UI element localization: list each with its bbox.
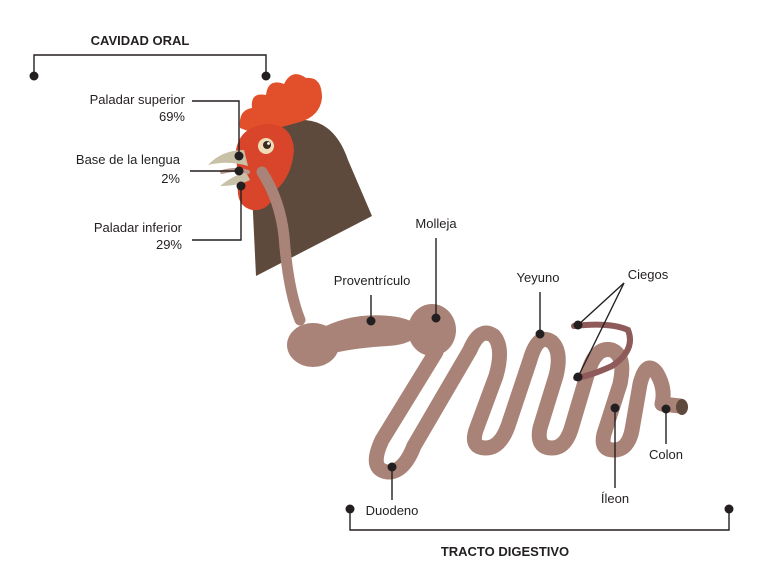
tongue-base-percent: 2% (161, 171, 180, 186)
duodenum-label: Duodeno (366, 503, 419, 518)
tract-labels: Molleja Proventrículo Yeyuno Ciegos Duod… (334, 216, 683, 518)
oral-labels: Paladar superior 69% Base de la lengua 2… (76, 92, 246, 252)
face (236, 124, 294, 211)
oral-cavity-bracket: CAVIDAD ORAL (29, 33, 271, 81)
gizzard-organ (408, 304, 456, 356)
ceca-label: Ciegos (628, 267, 669, 282)
eye-pupil (263, 141, 271, 149)
comb (239, 74, 322, 134)
digestive-tract-header: TRACTO DIGESTIVO (441, 544, 569, 559)
colon-end (676, 399, 688, 415)
gizzard-label: Molleja (415, 216, 457, 231)
oral-cavity-header: CAVIDAD ORAL (91, 33, 190, 48)
digestive-tract-bracket: TRACTO DIGESTIVO (345, 504, 734, 559)
ceca-organ (571, 321, 633, 381)
proventriculus-label: Proventrículo (334, 273, 411, 288)
jejunum-coils (462, 325, 688, 458)
digestive-tract (256, 166, 688, 480)
ileum-label: Íleon (601, 491, 629, 506)
lower-palate-percent: 29% (156, 237, 182, 252)
upper-palate-label: Paladar superior (90, 92, 186, 107)
tongue-base-label: Base de la lengua (76, 152, 181, 167)
proventriculus-organ (318, 315, 424, 356)
upper-palate-percent: 69% (159, 109, 185, 124)
esophagus (256, 166, 306, 326)
jejunum-label: Yeyuno (517, 270, 560, 285)
duodenum-loop (368, 342, 478, 480)
colon-label: Colon (649, 447, 683, 462)
lower-palate-label: Paladar inferior (94, 220, 183, 235)
